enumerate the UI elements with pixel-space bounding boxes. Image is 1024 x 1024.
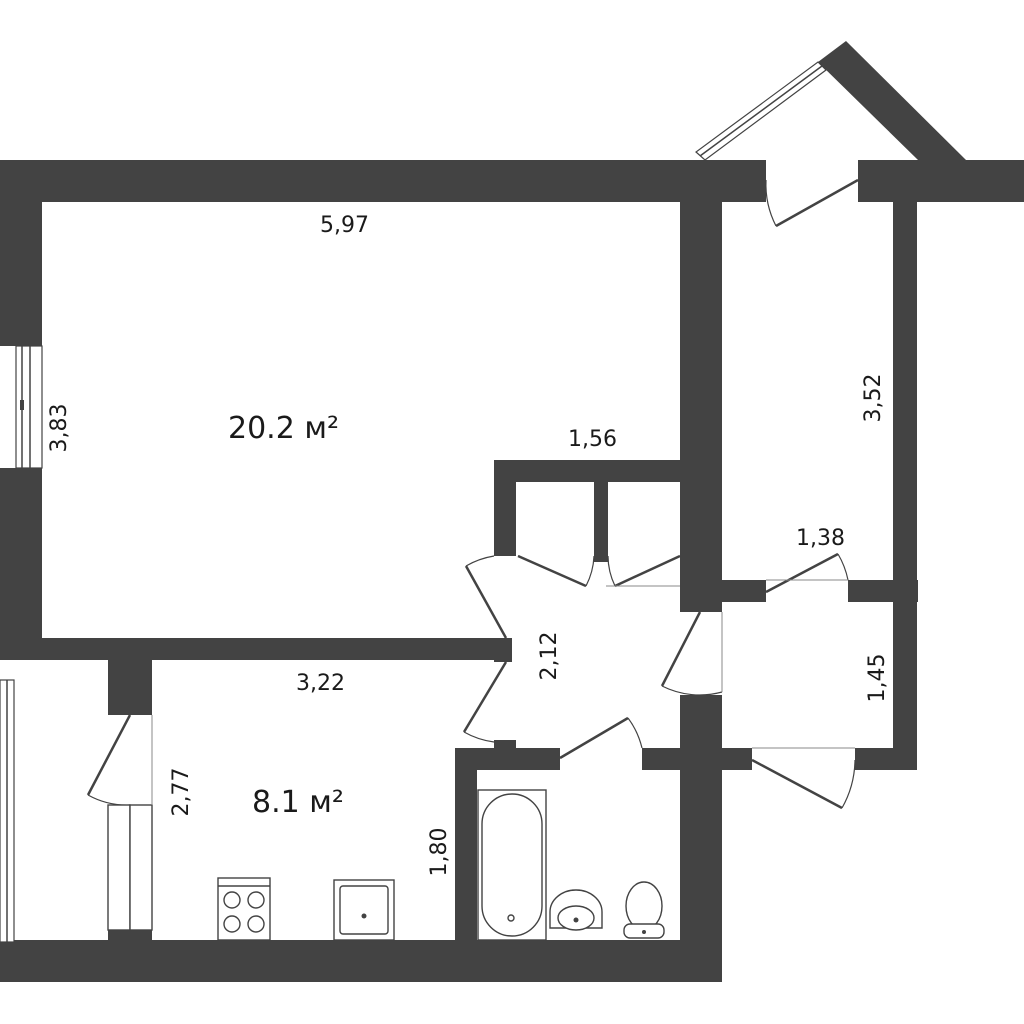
closet-door-left bbox=[517, 554, 595, 588]
dimension-corridor-depth: 2,12 bbox=[537, 632, 562, 681]
kitchen-door bbox=[462, 661, 508, 743]
exterior-walls bbox=[0, 41, 1024, 982]
kitchen-sink bbox=[333, 879, 395, 941]
dimension-bathroom-depth: 1,80 bbox=[427, 828, 452, 877]
dimension-living-depth: 3,83 bbox=[47, 404, 72, 453]
living-room-area-label: 20.2 м² bbox=[228, 411, 339, 446]
living-room-door bbox=[464, 555, 508, 639]
opening-lines bbox=[151, 579, 855, 805]
dimension-living-width: 5,97 bbox=[320, 213, 369, 238]
balcony-glazing bbox=[695, 61, 827, 161]
interior-walls bbox=[0, 160, 918, 942]
storage-door-lower bbox=[751, 758, 856, 810]
kitchen-area-label: 8.1 м² bbox=[252, 785, 344, 820]
storage-door-upper bbox=[765, 552, 849, 594]
bathroom-door bbox=[559, 716, 643, 760]
toilet bbox=[623, 881, 665, 939]
living-room-window bbox=[15, 345, 43, 469]
closet-door-right bbox=[607, 554, 681, 588]
dimension-hall-right-depth: 3,52 bbox=[861, 374, 886, 423]
entrance-door bbox=[765, 178, 859, 228]
dimension-kitchen-depth: 2,77 bbox=[169, 768, 194, 817]
dimension-closet-width: 1,56 bbox=[568, 427, 617, 452]
dimension-kitchen-width: 3,22 bbox=[296, 671, 345, 696]
bathtub bbox=[477, 789, 547, 941]
balcony-door bbox=[86, 714, 153, 931]
dimension-storage-depth: 1,45 bbox=[865, 654, 890, 703]
kitchen-balcony-glazing bbox=[0, 679, 15, 943]
corridor-door-right bbox=[660, 611, 723, 696]
washbasin bbox=[549, 889, 603, 931]
dimension-hall-right-width: 1,38 bbox=[796, 526, 845, 551]
stove bbox=[217, 877, 271, 941]
